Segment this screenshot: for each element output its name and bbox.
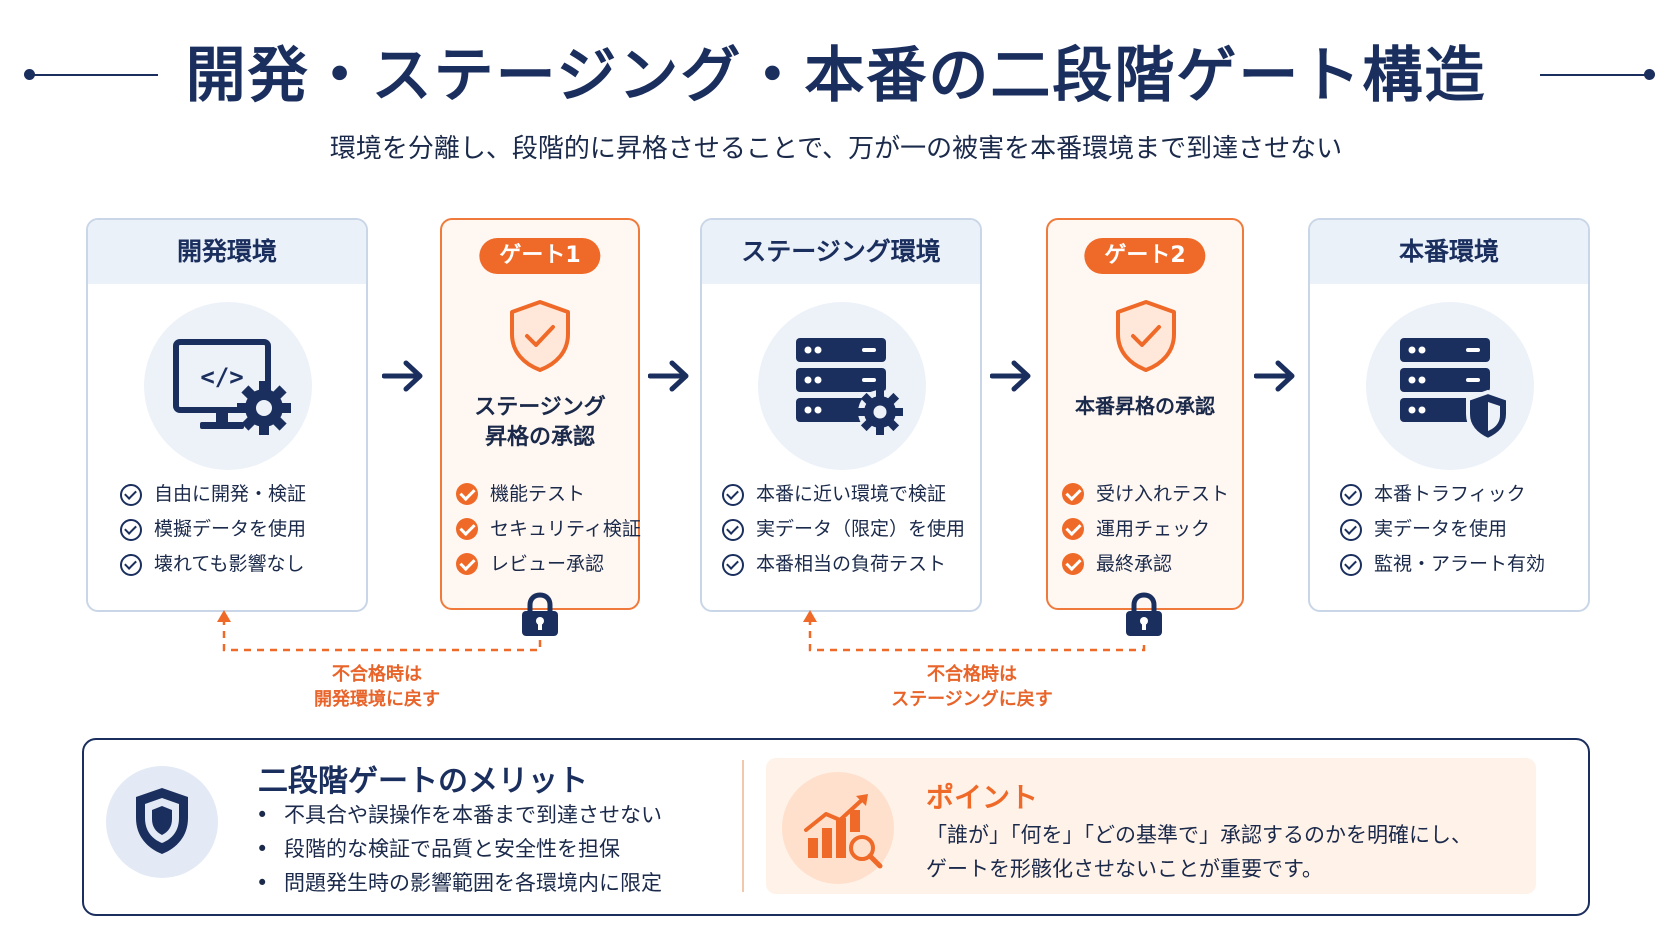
padlock-icon xyxy=(522,592,558,636)
list-item: 壊れても影響なし xyxy=(120,552,306,587)
list-item: 段階的な検証で品質と安全性を担保 xyxy=(256,832,662,866)
panel-divider xyxy=(742,760,744,892)
fallback-label-2: 不合格時は ステージングに戻す xyxy=(891,664,1053,710)
check-circle-icon xyxy=(1340,554,1362,576)
check-filled-icon xyxy=(456,483,478,505)
arrow-right-icon xyxy=(648,360,689,392)
staging-feature-list: 本番に近い環境で検証 実データ（限定）を使用 本番相当の負荷テスト xyxy=(722,482,965,587)
gate-2-title: 本番昇格の承認 xyxy=(1075,394,1215,418)
page-subtitle: 環境を分離し、段階的に昇格させることで、万が一の被害を本番環境まで到達させない xyxy=(329,134,1343,164)
prod-icon-circle xyxy=(1366,302,1534,470)
merits-list: 不具合や誤操作を本番まで到達させない 段階的な検証で品質と安全性を担保 問題発生… xyxy=(256,798,662,900)
list-item: 最終承認 xyxy=(1062,552,1229,587)
shield-icon xyxy=(106,766,218,878)
check-circle-icon xyxy=(1340,519,1362,541)
check-circle-icon xyxy=(722,554,744,576)
list-item: 監視・アラート有効 xyxy=(1340,552,1545,587)
list-item: 受け入れテスト xyxy=(1062,482,1229,517)
check-filled-icon xyxy=(1062,553,1084,575)
title-left-dot xyxy=(24,69,35,80)
check-circle-icon xyxy=(722,519,744,541)
title-right-line xyxy=(1540,74,1650,76)
point-text: 「誰が」「何を」「どの基準で」承認するのかを明確にし、 ゲートを形骸化させないこ… xyxy=(926,823,1472,881)
fallback-arrowhead-1 xyxy=(217,610,231,622)
title-left-line xyxy=(30,74,158,76)
prod-card-header: 本番環境 xyxy=(1310,220,1588,284)
check-filled-icon xyxy=(1062,518,1084,540)
production-environment-card: 本番環境 本番トラフィック 実データを使用 監視・アラート有効 xyxy=(1308,218,1590,612)
server-shield-icon xyxy=(1400,338,1510,443)
growth-chart-magnifier-icon xyxy=(782,772,894,884)
shield-check-icon xyxy=(510,300,570,372)
list-item: レビュー承認 xyxy=(456,552,641,587)
dev-icon-circle: </> xyxy=(144,302,312,470)
server-gear-icon xyxy=(796,338,903,435)
shield-check-icon xyxy=(1116,300,1176,372)
list-item: 模擬データを使用 xyxy=(120,517,306,552)
arrow-right-icon xyxy=(382,360,423,392)
check-circle-icon xyxy=(722,484,744,506)
list-item: 本番相当の負荷テスト xyxy=(722,552,965,587)
check-filled-icon xyxy=(456,518,478,540)
padlock-icon xyxy=(1126,592,1162,636)
check-circle-icon xyxy=(120,484,142,506)
list-item: 実データ（限定）を使用 xyxy=(722,517,965,552)
gate-1-title-line2: 昇格の承認 xyxy=(484,425,595,450)
fallback-connectors xyxy=(217,610,1146,652)
list-item: 本番に近い環境で検証 xyxy=(722,482,965,517)
staging-icon-circle xyxy=(758,302,926,470)
point-box xyxy=(766,758,1536,894)
gate-1-badge: ゲート1 xyxy=(479,238,601,274)
monitor-code-gear-icon: </> xyxy=(173,339,291,435)
staging-card-header: ステージング環境 xyxy=(702,220,980,284)
list-item: 実データを使用 xyxy=(1340,517,1545,552)
dev-card-header: 開発環境 xyxy=(88,220,366,284)
dev-feature-list: 自由に開発・検証 模擬データを使用 壊れても影響なし xyxy=(120,482,306,587)
dev-environment-card: 開発環境 </> 自由に xyxy=(86,218,368,612)
check-filled-icon xyxy=(1062,483,1084,505)
list-item: 運用チェック xyxy=(1062,517,1229,552)
gate-1-card: ゲート1 ステージング 昇格の承認 機能テスト セキュリティ検証 レビュー承認 xyxy=(440,218,641,610)
check-filled-icon xyxy=(456,553,478,575)
gate-2-badge: ゲート2 xyxy=(1084,238,1206,274)
page-title: 開発・ステージング・本番の二段階ゲート構造 xyxy=(185,41,1487,111)
point-title: ポイント xyxy=(926,781,1039,814)
gate-2-card: ゲート2 本番昇格の承認 受け入れテスト 運用チェック 最終承認 xyxy=(1046,218,1244,610)
check-circle-icon xyxy=(120,519,142,541)
list-item: 本番トラフィック xyxy=(1340,482,1545,517)
svg-text:</>: </> xyxy=(200,363,243,391)
merits-title: 二段階ゲートのメリット xyxy=(258,764,588,799)
title-right-dot xyxy=(1644,69,1655,80)
gate-2-check-list: 受け入れテスト 運用チェック 最終承認 xyxy=(1062,482,1229,587)
gate-1-title-line1: ステージング xyxy=(474,395,606,420)
list-item: 問題発生時の影響範囲を各環境内に限定 xyxy=(256,866,662,900)
prod-feature-list: 本番トラフィック 実データを使用 監視・アラート有効 xyxy=(1340,482,1545,587)
list-item: セキュリティ検証 xyxy=(456,517,641,552)
arrow-right-icon xyxy=(1254,360,1295,392)
check-circle-icon xyxy=(1340,484,1362,506)
fallback-label-1: 不合格時は 開発環境に戻す xyxy=(314,664,440,710)
staging-environment-card: ステージング環境 xyxy=(700,218,982,612)
gate-1-check-list: 機能テスト セキュリティ検証 レビュー承認 xyxy=(456,482,641,587)
fallback-arrowhead-2 xyxy=(803,610,817,622)
check-circle-icon xyxy=(120,554,142,576)
list-item: 不具合や誤操作を本番まで到達させない xyxy=(256,798,662,832)
list-item: 機能テスト xyxy=(456,482,641,517)
arrow-right-icon xyxy=(990,360,1031,392)
list-item: 自由に開発・検証 xyxy=(120,482,306,517)
